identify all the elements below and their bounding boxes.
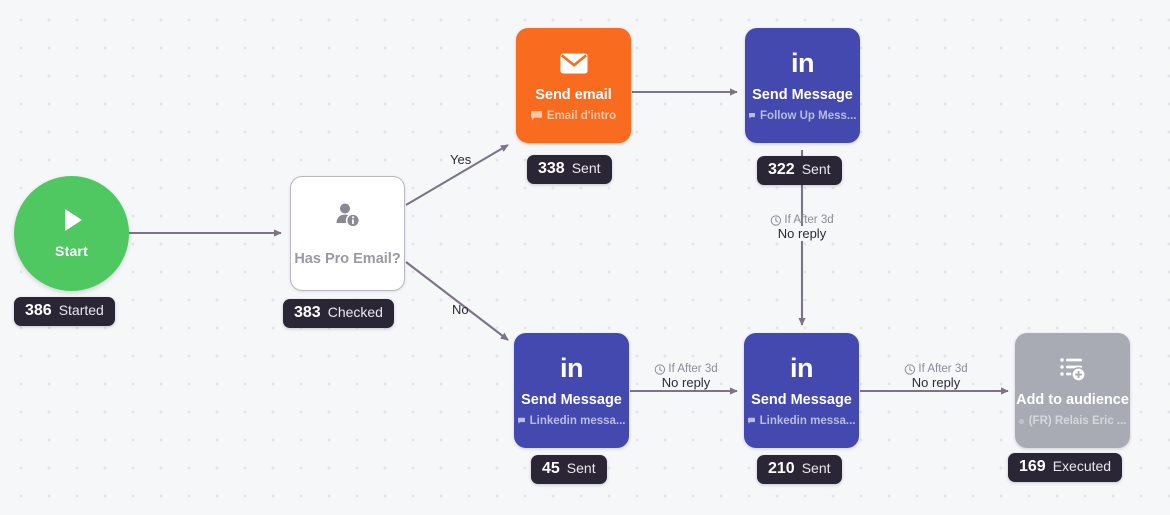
node-title: Send Message: [752, 86, 853, 103]
badge-count: 169: [1019, 458, 1046, 475]
node-title: Send Message: [521, 391, 622, 408]
badge-count: 322: [768, 161, 795, 178]
person-info-icon: [334, 200, 361, 230]
linkedin-icon: in: [790, 353, 814, 384]
node-subtitle: Email d'intro: [546, 110, 617, 123]
node-subtitle-row: Follow Up Mess...: [748, 110, 857, 123]
node-send-message-linkedin-2[interactable]: in Send Message Linkedin messa...: [744, 333, 859, 448]
speech-bubble-icon: [748, 113, 756, 120]
edge-main-text: No reply: [772, 226, 832, 241]
badge-executed: 169 Executed: [1008, 453, 1123, 482]
node-subtitle-row: Email d'intro: [530, 110, 617, 123]
edge-label-linkedin2-to-audience: If After 3d No reply: [904, 363, 968, 390]
edge-label-linkedin1-to-linkedin2: If After 3d No reply: [654, 363, 718, 390]
badge-started: 386 Started: [14, 297, 115, 326]
badge-label: Sent: [566, 460, 596, 476]
edge-main-text: No reply: [656, 375, 716, 390]
edge-condition-text: If After 3d: [784, 214, 834, 226]
node-title: Send email: [535, 86, 612, 103]
envelope-icon: [560, 49, 588, 79]
edge-condition: If After 3d: [654, 363, 718, 375]
edge-label-no: No: [452, 302, 469, 317]
node-title: Start: [55, 242, 88, 259]
badge-label: Started: [58, 302, 104, 318]
node-subtitle: Follow Up Mess...: [760, 110, 857, 123]
badge-label: Checked: [327, 304, 383, 320]
linkedin-icon: in: [791, 48, 815, 79]
badge-label: Sent: [571, 160, 601, 176]
edge-label-yes: Yes: [450, 152, 472, 167]
node-title: Add to audience: [1016, 391, 1129, 408]
node-start[interactable]: Start: [14, 176, 129, 291]
edge-cond-yes: [405, 144, 509, 206]
speech-bubble-icon: [530, 111, 542, 122]
badge-count: 210: [768, 460, 795, 477]
node-title: Send Message: [751, 391, 852, 408]
edge-condition: If After 3d: [770, 214, 834, 226]
node-subtitle: (FR) Relais Eric ...: [1028, 415, 1127, 428]
badge-sent-email: 338 Sent: [527, 155, 612, 184]
badge-count: 383: [294, 304, 321, 321]
edge-condition-text: If After 3d: [668, 363, 718, 375]
play-icon: [65, 208, 82, 231]
badge-count: 45: [542, 460, 560, 477]
target-icon: [1018, 418, 1024, 424]
node-send-message-followup[interactable]: in Send Message Follow Up Mess...: [745, 28, 860, 143]
badge-sent-followup: 322 Sent: [757, 156, 842, 185]
speech-bubble-icon: [517, 418, 525, 425]
speech-bubble-icon: [747, 418, 755, 425]
node-subtitle-row: Linkedin messa...: [747, 415, 856, 428]
clock-icon: [904, 363, 916, 375]
edge-label-followup-to-linkedin2: If After 3d No reply: [770, 214, 834, 241]
badge-label: Sent: [801, 460, 831, 476]
node-title: Has Pro Email?: [294, 251, 401, 267]
badge-sent-linkedin-2: 210 Sent: [757, 455, 842, 484]
edge-cond-no: [405, 261, 509, 341]
node-subtitle-row: Linkedin messa...: [517, 415, 626, 428]
clock-icon: [654, 363, 666, 375]
node-add-to-audience[interactable]: Add to audience (FR) Relais Eric ...: [1015, 333, 1130, 448]
node-send-message-linkedin-1[interactable]: in Send Message Linkedin messa...: [514, 333, 629, 448]
edge-main-text: No reply: [906, 375, 966, 390]
edge-condition: If After 3d: [904, 363, 968, 375]
badge-label: Executed: [1052, 458, 1112, 474]
badge-count: 386: [25, 302, 52, 319]
node-subtitle: Linkedin messa...: [759, 415, 856, 428]
badge-count: 338: [538, 160, 565, 177]
node-has-pro-email[interactable]: Has Pro Email?: [290, 176, 405, 291]
node-send-email[interactable]: Send email Email d'intro: [516, 28, 631, 143]
linkedin-icon: in: [560, 353, 584, 384]
node-subtitle-row: (FR) Relais Eric ...: [1018, 415, 1127, 428]
node-subtitle: Linkedin messa...: [529, 415, 626, 428]
clock-icon: [770, 214, 782, 226]
badge-sent-linkedin-1: 45 Sent: [531, 455, 607, 484]
badge-checked: 383 Checked: [283, 299, 394, 328]
badge-label: Sent: [801, 161, 831, 177]
edge-condition-text: If After 3d: [918, 363, 968, 375]
list-add-icon: [1059, 354, 1086, 384]
